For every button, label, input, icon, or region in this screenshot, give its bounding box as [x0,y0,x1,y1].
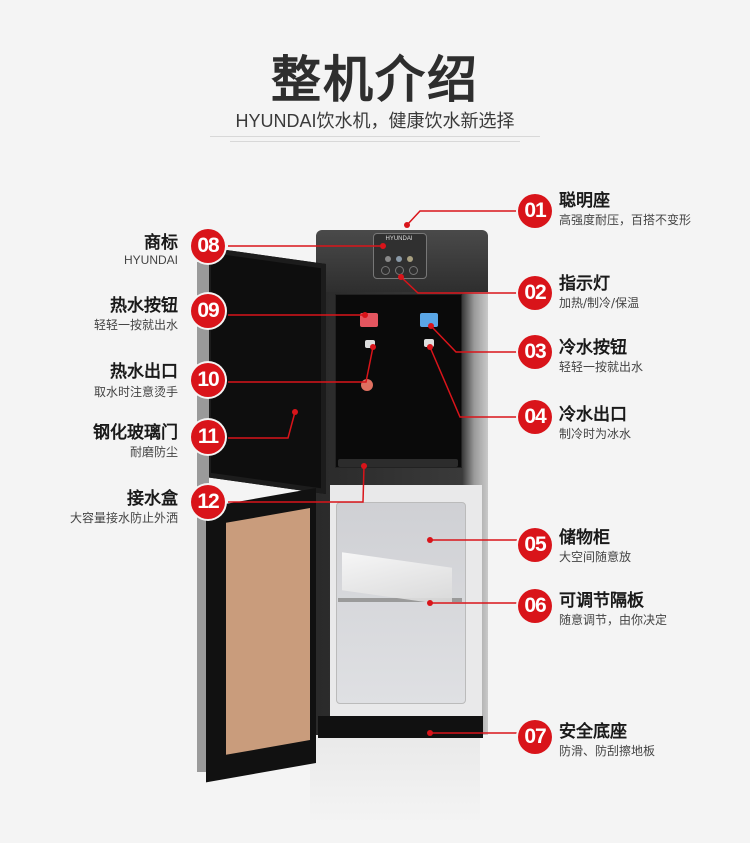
door-panel [226,508,310,755]
hot-water-safety-lock [361,379,373,391]
callout-title-05: 储物柜 [559,528,610,548]
callout-desc-07: 防滑、防刮擦地板 [559,744,656,758]
dispensing-alcove [335,294,462,468]
panel-button[interactable] [409,266,418,275]
hot-water-tap [365,340,375,348]
callout-title-07: 安全底座 [559,722,627,742]
callout-desc-01: 高强度耐压，百搭不变形 [559,213,692,227]
callout-desc-10: 取水时注意烫手 [93,385,178,399]
dispenser-base [318,716,483,738]
adjustable-shelf [338,598,462,602]
panel-button[interactable] [381,266,390,275]
callout-badge-03: 03 [518,335,552,369]
page-title: 整机介绍 [271,51,479,109]
callout-title-03: 冷水按钮 [559,338,627,358]
floor-reflection [310,735,480,825]
callout-badge-08: 08 [191,229,225,263]
callout-badge-12: 12 [191,485,225,519]
decorative-fine-text-line [210,136,540,137]
callout-badge-02: 02 [518,276,552,310]
panel-button[interactable] [395,266,404,275]
callout-badge-07: 07 [518,720,552,754]
callout-badge-06: 06 [518,589,552,623]
cold-water-button [420,313,438,327]
callout-badge-05: 05 [518,528,552,562]
callout-title-06: 可调节隔板 [559,591,644,611]
callout-desc-09: 轻轻一按就出水 [93,318,178,332]
drip-tray [338,459,458,467]
cold-water-tap [424,339,434,347]
callout-desc-06: 随意调节，由你决定 [559,613,668,627]
callout-badge-09: 09 [191,294,225,328]
callout-title-12: 接水盒 [127,489,178,509]
page-subtitle: HYUNDAI饮水机，健康饮水新选择 [235,111,515,131]
hot-water-button [360,313,378,327]
indicator-light-heat [385,256,391,262]
callout-title-09: 热水按钮 [110,296,178,316]
callout-title-04: 冷水出口 [559,405,627,425]
callout-desc-03: 轻轻一按就出水 [559,360,644,374]
decorative-fine-text-line [230,141,520,142]
callout-desc-05: 大空间随意放 [559,550,632,564]
callout-desc-08: HYUNDAI [123,253,178,267]
callout-desc-02: 加热/制冷/保温 [559,296,640,310]
callout-badge-04: 04 [518,400,552,434]
callout-title-08: 商标 [144,233,178,253]
brand-logo: HYUNDAI [385,236,413,242]
callout-desc-11: 耐磨防尘 [129,445,178,459]
callout-badge-11: 11 [191,420,225,454]
callout-title-02: 指示灯 [559,274,610,294]
callout-badge-10: 10 [191,363,225,397]
glass-door-upper [206,247,326,494]
callout-badge-01: 01 [518,194,552,228]
callout-title-11: 钢化玻璃门 [93,423,178,443]
callout-title-10: 热水出口 [110,362,178,382]
callout-title-01: 聪明座 [559,191,610,211]
indicator-light-warm [407,256,413,262]
callout-desc-04: 制冷时为冰水 [559,427,632,441]
callout-desc-12: 大容量接水防止外洒 [69,511,178,525]
indicator-light-cool [396,256,402,262]
